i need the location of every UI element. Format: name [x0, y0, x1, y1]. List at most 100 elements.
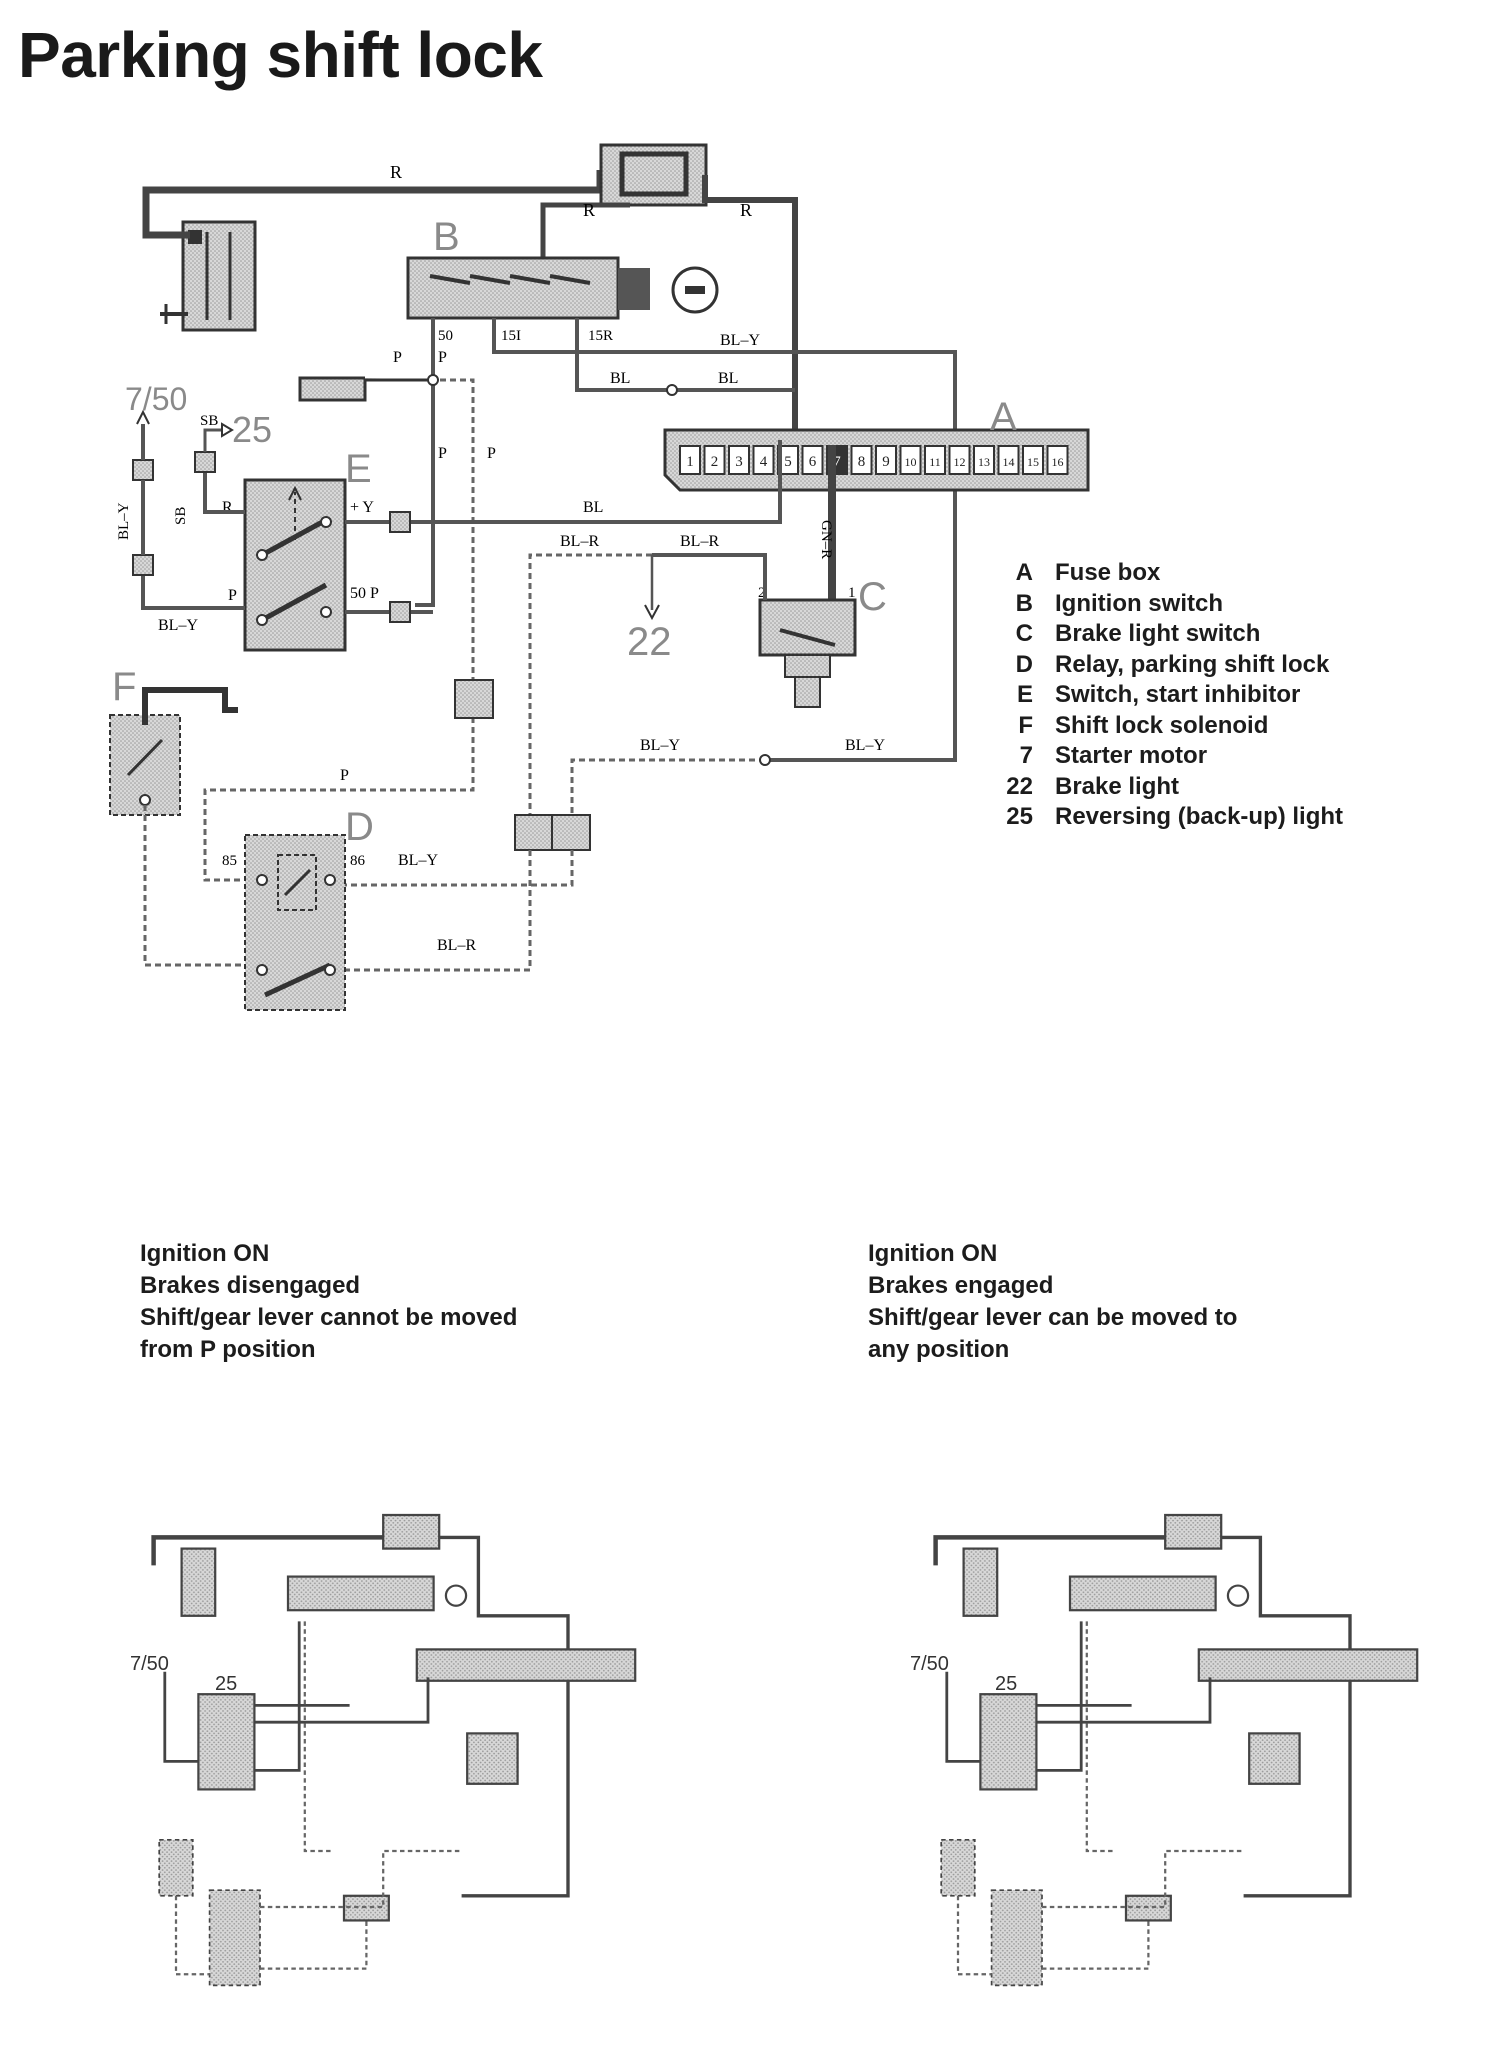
- legend-key: 7: [1019, 742, 1033, 769]
- shift-lock-solenoid: [109, 687, 238, 816]
- svg-text:BL–Y: BL–Y: [398, 852, 438, 869]
- ignition-switch: [406, 256, 719, 320]
- svg-text:BL–Y: BL–Y: [720, 332, 760, 349]
- svg-text:P: P: [438, 349, 447, 366]
- svg-text:BL–Y: BL–Y: [158, 617, 198, 634]
- legend-label: Brake light switch: [1055, 620, 1261, 647]
- svg-text:10: 10: [905, 455, 917, 469]
- svg-text:R: R: [740, 200, 752, 220]
- svg-text:R: R: [222, 499, 233, 516]
- svg-text:12: 12: [954, 455, 966, 469]
- svg-text:14: 14: [1003, 455, 1015, 469]
- svg-text:BL–R: BL–R: [560, 533, 599, 550]
- fuse-4: 4: [752, 445, 775, 475]
- svg-text:GN–R: GN–R: [818, 520, 834, 559]
- wire-label-r: R: [390, 162, 402, 182]
- svg-text:3: 3: [735, 454, 743, 470]
- parking-shift-lock-relay: [244, 834, 346, 1011]
- ref-7-50: 7/50: [125, 381, 187, 417]
- component-label-b: B: [433, 215, 460, 259]
- svg-text:25: 25: [995, 1673, 1017, 1695]
- svg-text:P: P: [438, 445, 447, 462]
- fusible-link-icon: [599, 143, 708, 207]
- caption-left: Ignition ON Brakes disengaged Shift/gear…: [140, 1240, 518, 1363]
- ref-25: 25: [232, 409, 272, 450]
- svg-text:BL: BL: [610, 370, 630, 387]
- svg-text:15: 15: [1027, 455, 1039, 469]
- svg-text:9: 9: [882, 454, 890, 470]
- legend-key: 22: [1006, 772, 1033, 800]
- legend-key: F: [1018, 711, 1033, 739]
- svg-text:2: 2: [758, 585, 766, 601]
- fuse-14: 14: [997, 445, 1020, 475]
- svg-text:7: 7: [833, 454, 841, 470]
- component-label-f: F: [112, 665, 136, 709]
- battery-icon: [160, 220, 257, 332]
- page-title: Parking shift lock: [18, 19, 543, 91]
- svg-text:15I: 15I: [501, 328, 521, 344]
- svg-text:+ Y: + Y: [350, 499, 374, 516]
- svg-text:BL: BL: [718, 370, 738, 387]
- component-label-d: D: [345, 805, 374, 849]
- legend-item: D Relay, parking shift lock: [995, 650, 1415, 681]
- svg-text:BL–Y: BL–Y: [845, 737, 885, 754]
- svg-text:25: 25: [215, 1673, 237, 1695]
- legend-item: A Fuse box: [995, 558, 1415, 589]
- svg-text:4: 4: [760, 454, 768, 470]
- svg-text:1: 1: [686, 454, 694, 470]
- fuse-8: 8: [850, 445, 873, 475]
- svg-text:8: 8: [858, 454, 866, 470]
- svg-text:SB: SB: [200, 413, 218, 429]
- component-label-a: A: [990, 395, 1017, 439]
- start-inhibitor-switch: [243, 478, 347, 652]
- legend-label: Reversing (back-up) light: [1055, 803, 1344, 830]
- legend-item: C Brake light switch: [995, 619, 1415, 650]
- legend-label: Switch, start inhibitor: [1055, 681, 1301, 708]
- svg-text:BL–Y: BL–Y: [116, 502, 132, 540]
- legend-label: Relay, parking shift lock: [1055, 650, 1330, 678]
- legend-item: 22 Brake light: [995, 772, 1415, 803]
- svg-text:R: R: [583, 200, 595, 220]
- svg-text:2: 2: [711, 454, 719, 470]
- svg-text:BL: BL: [583, 499, 603, 516]
- mini-diagram-right: [936, 1515, 1418, 1985]
- svg-text:1: 1: [848, 585, 856, 601]
- svg-text:5: 5: [784, 454, 792, 470]
- legend-item: 7 Starter motor: [995, 741, 1415, 772]
- svg-text:15R: 15R: [588, 328, 613, 344]
- legend-label: Brake light: [1055, 772, 1180, 800]
- legend-key: D: [1015, 650, 1033, 678]
- svg-text:6: 6: [809, 454, 817, 470]
- svg-text:BL–R: BL–R: [437, 937, 476, 954]
- legend-label: Ignition switch: [1055, 589, 1223, 617]
- legend-label: Fuse box: [1055, 559, 1161, 586]
- component-label-e: E: [345, 447, 372, 491]
- caption-right: Ignition ON Brakes engaged Shift/gear le…: [868, 1240, 1238, 1363]
- fuse-9: 9: [875, 445, 897, 475]
- svg-text:SB: SB: [173, 507, 189, 525]
- svg-text:86: 86: [350, 853, 366, 869]
- svg-text:7/50: 7/50: [130, 1653, 169, 1675]
- fuse-6: 6: [801, 445, 824, 475]
- fuse-13: 13: [973, 445, 995, 475]
- svg-text:P: P: [228, 587, 237, 604]
- legend-label: Starter motor: [1055, 742, 1208, 769]
- svg-text:50: 50: [438, 328, 453, 344]
- svg-text:P: P: [340, 767, 349, 784]
- legend-key: A: [1015, 559, 1033, 586]
- ref-22: 22: [627, 620, 672, 664]
- svg-text:BL–Y: BL–Y: [640, 737, 680, 754]
- legend-key: C: [1015, 620, 1033, 647]
- fuse-2: 2: [703, 445, 726, 475]
- brake-light-switch: [758, 598, 857, 708]
- fuse-10: 10: [899, 445, 922, 475]
- svg-text:7/50: 7/50: [910, 1653, 949, 1675]
- svg-text:P: P: [393, 349, 402, 366]
- fuse-15: 15: [1022, 445, 1044, 475]
- mini-diagram-left: [154, 1515, 636, 1985]
